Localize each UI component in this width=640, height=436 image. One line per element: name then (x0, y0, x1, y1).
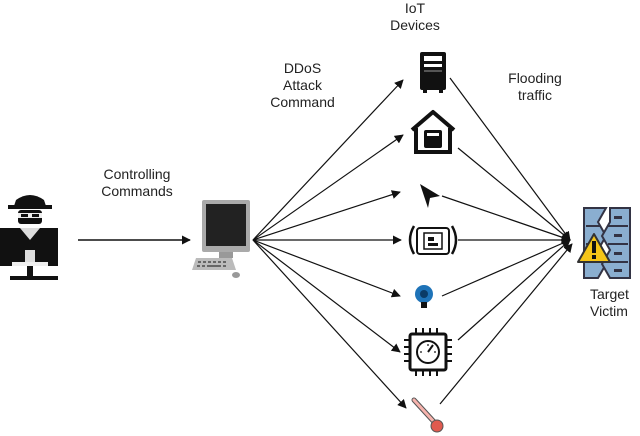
desktop-computer-icon (192, 200, 250, 278)
flood-line-1: Flooding (508, 70, 562, 86)
flooding-arrows (439, 77, 573, 405)
flood-arrow-home (457, 147, 571, 241)
flood-arrow-thermo (439, 243, 573, 405)
flood-arrow-server (449, 77, 571, 241)
flooding-traffic-label: Flooding traffic (490, 70, 580, 104)
iot-devices-label: IoT Devices (375, 0, 455, 34)
flood-arrow-navigation (441, 195, 571, 242)
ddos-line-1: DDoS (283, 60, 322, 76)
smart-home-icon (410, 110, 456, 154)
cmd-arrow-home (252, 134, 404, 241)
navigation-arrow-icon (420, 184, 440, 208)
cmd-arrow-bulb (252, 239, 401, 298)
microchip-gauge-icon (404, 328, 452, 376)
thermometer-icon (411, 397, 444, 433)
hacker-icon (0, 195, 58, 280)
cmd-arrow-navigation (252, 190, 401, 241)
target-victim-label: Target Victim (590, 286, 640, 320)
smart-bulb-icon (415, 285, 433, 308)
server-with-warning-icon (577, 207, 631, 279)
cmd-arrow-chip (252, 239, 401, 353)
ctrl-line-2: Commands (101, 183, 173, 199)
iot-line-1: IoT (404, 0, 426, 16)
target-line-2: Victim (590, 303, 628, 319)
ddos-command-arrows (252, 79, 407, 409)
flood-line-2: traffic (518, 87, 552, 103)
ddos-command-label: DDoS Attack Command (255, 60, 350, 111)
controlling-commands-label: Controlling Commands (82, 166, 192, 200)
server-tower-icon (420, 52, 446, 93)
iot-line-2: Devices (390, 17, 440, 33)
ddos-line-2: Attack (283, 77, 322, 93)
ddos-line-3: Command (270, 94, 335, 110)
target-line-1: Target (590, 286, 629, 302)
flood-arrow-bulb (441, 239, 571, 297)
ctrl-line-1: Controlling (103, 166, 171, 182)
cmd-arrow-server (252, 79, 404, 241)
flood-arrow-chip (457, 239, 571, 341)
smart-sensor-icon (408, 225, 458, 255)
cmd-arrow-thermo (252, 239, 407, 409)
